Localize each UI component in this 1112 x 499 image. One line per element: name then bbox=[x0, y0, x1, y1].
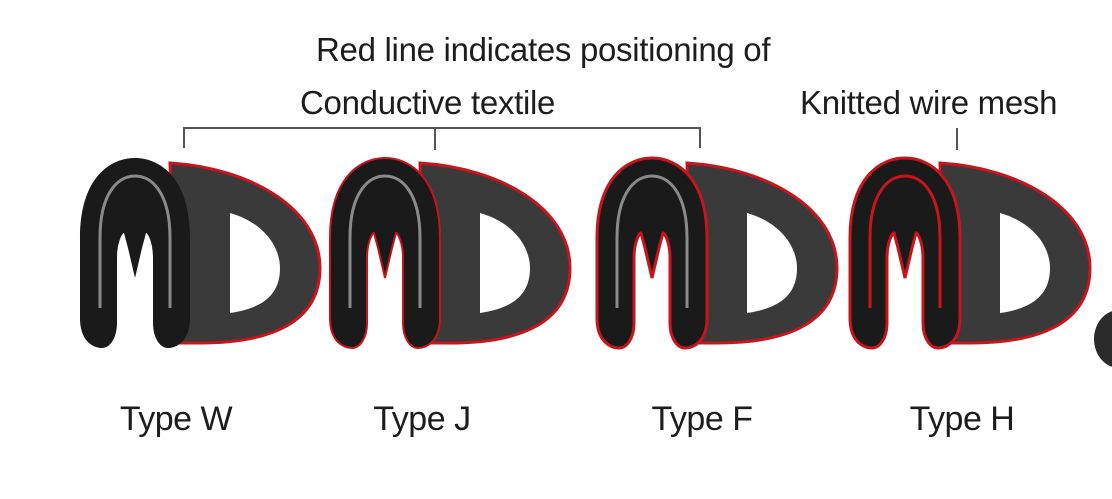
conductive-bracket bbox=[183, 127, 701, 150]
side-scroll-button[interactable] bbox=[1094, 310, 1112, 368]
type-w-label: Type W bbox=[119, 400, 233, 438]
gasket-type-h bbox=[848, 156, 1092, 350]
type-j-label: Type J bbox=[373, 400, 471, 438]
conductive-textile-label: Conductive textile bbox=[300, 84, 556, 121]
gasket-type-w bbox=[80, 158, 322, 348]
type-h-label: Type H bbox=[909, 400, 1015, 438]
knitted-wire-mesh-label: Knitted wire mesh bbox=[800, 84, 1058, 121]
gasket-type-j bbox=[329, 157, 572, 349]
title-line: Red line indicates positioning of bbox=[316, 31, 771, 68]
gasket-type-f bbox=[595, 156, 839, 350]
type-f-label: Type F bbox=[651, 400, 753, 438]
